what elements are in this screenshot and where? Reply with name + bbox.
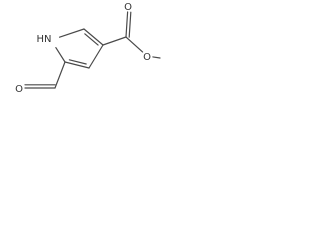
atom-label-layer: HN O O O (15, 2, 151, 95)
double-bond-inner-line (84, 33, 99, 46)
double-bond (83, 28, 104, 46)
nitrogen-label: HN (37, 34, 52, 45)
double-bond-inner-line (68, 59, 87, 65)
single-bond (55, 46, 66, 63)
single-bond (88, 44, 104, 69)
oxygen-label: O (143, 52, 151, 63)
double-bond (64, 61, 90, 69)
oxygen-label: O (124, 2, 132, 13)
bond-layer (24, 11, 161, 89)
chemical-structure: HN O O O (15, 2, 161, 95)
single-bond (125, 36, 144, 53)
double-bond-second-line (128, 11, 132, 38)
single-bond (102, 36, 127, 46)
double-bond (125, 11, 129, 38)
oxygen-label: O (15, 84, 23, 95)
single-bond (58, 28, 85, 38)
single-bond (152, 56, 161, 59)
single-bond (54, 61, 66, 89)
